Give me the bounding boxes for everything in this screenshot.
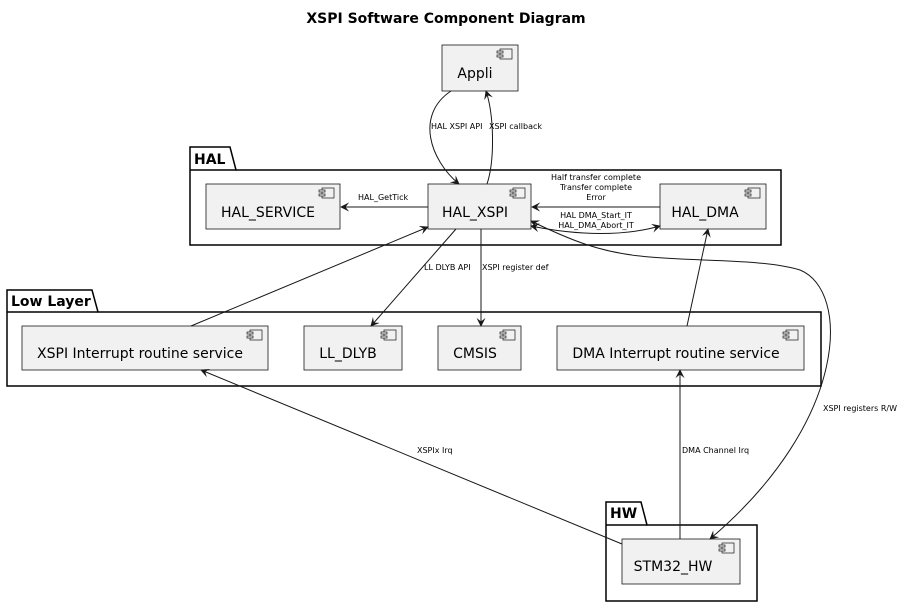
component-dma-irq-label: DMA Interrupt routine service	[572, 346, 779, 362]
component-icon	[380, 329, 397, 341]
component-stm32-hw: STM32_HW	[621, 538, 741, 585]
edge-hal-xspi-to-appli	[484, 90, 493, 185]
package-hal-title: HAL	[194, 152, 226, 168]
component-appli-label: Appli	[457, 66, 492, 82]
diagram-title: XSPI Software Component Diagram	[306, 11, 585, 27]
edge-appli-to-hal-xspi	[429, 90, 460, 185]
component-hal-service: HAL_SERVICE	[205, 183, 341, 230]
edge-label-half-transfer-complete: Half transfer complete	[551, 173, 641, 182]
package-low-layer: Low Layer	[6, 289, 822, 387]
edge-label-hal-dma-start-it: HAL DMA_Start_IT	[560, 211, 632, 220]
edge-label-xspi-register-def: XSPI register def	[482, 263, 549, 272]
edge-hal-xspi-to-ll-dlyb	[370, 228, 457, 327]
component-icon	[782, 329, 799, 341]
component-xspi-irq-label: XSPI Interrupt routine service	[37, 346, 243, 362]
component-icon	[744, 187, 761, 199]
edge-hal-xspi-to-stm32-hw	[530, 220, 831, 540]
component-ll-dlyb-label: LL_DLYB	[319, 346, 376, 362]
component-hal-dma-label: HAL_DMA	[671, 205, 739, 221]
edge-label-error: Error	[586, 193, 606, 202]
component-icon	[246, 329, 263, 341]
edge-label-hal-gettick: HAL_GetTick	[358, 193, 408, 202]
edge-label-hal-dma-abort-it: HAL_DMA_Abort_IT	[558, 221, 634, 230]
component-icon	[496, 48, 513, 60]
component-cmsis-label: CMSIS	[453, 346, 497, 362]
component-ll-dlyb: LL_DLYB	[303, 325, 403, 371]
edge-label-ll-dlyb-api: LL DLYB API	[424, 263, 471, 272]
component-hal-xspi: HAL_XSPI	[427, 183, 532, 230]
package-low-layer-title: Low Layer	[11, 294, 91, 310]
component-hal-xspi-label: HAL_XSPI	[442, 205, 508, 221]
package-hw-title: HW	[610, 506, 637, 522]
edge-stm32-hw-to-xspi-irq	[200, 368, 623, 545]
component-icon	[318, 187, 335, 199]
edge-label-xspix-irq: XSPIx Irq	[417, 446, 453, 455]
component-cmsis: CMSIS	[437, 325, 522, 371]
edge-label-transfer-complete: Transfer complete	[559, 183, 632, 192]
edge-label-xspi-callback: XSPI callback	[489, 122, 542, 131]
package-hal: HAL	[189, 146, 782, 246]
edge-label-dma-channel-irq: DMA Channel Irq	[682, 446, 749, 455]
edge-xspi-irq-to-hal-xspi	[190, 225, 429, 327]
component-hal-service-label: HAL_SERVICE	[221, 205, 315, 221]
edge-label-hal-xspi-api: HAL XSPI API	[431, 122, 482, 131]
component-icon	[499, 329, 516, 341]
component-icon	[509, 187, 526, 199]
component-icon	[718, 542, 735, 554]
edge-label-xspi-registers-rw: XSPI registers R/W	[823, 404, 897, 413]
component-stm32-hw-label: STM32_HW	[634, 559, 713, 575]
component-dma-irq: DMA Interrupt routine service	[556, 325, 805, 371]
component-hal-dma: HAL_DMA	[659, 183, 767, 230]
component-appli: Appli	[441, 44, 519, 92]
component-xspi-irq: XSPI Interrupt routine service	[21, 325, 269, 371]
